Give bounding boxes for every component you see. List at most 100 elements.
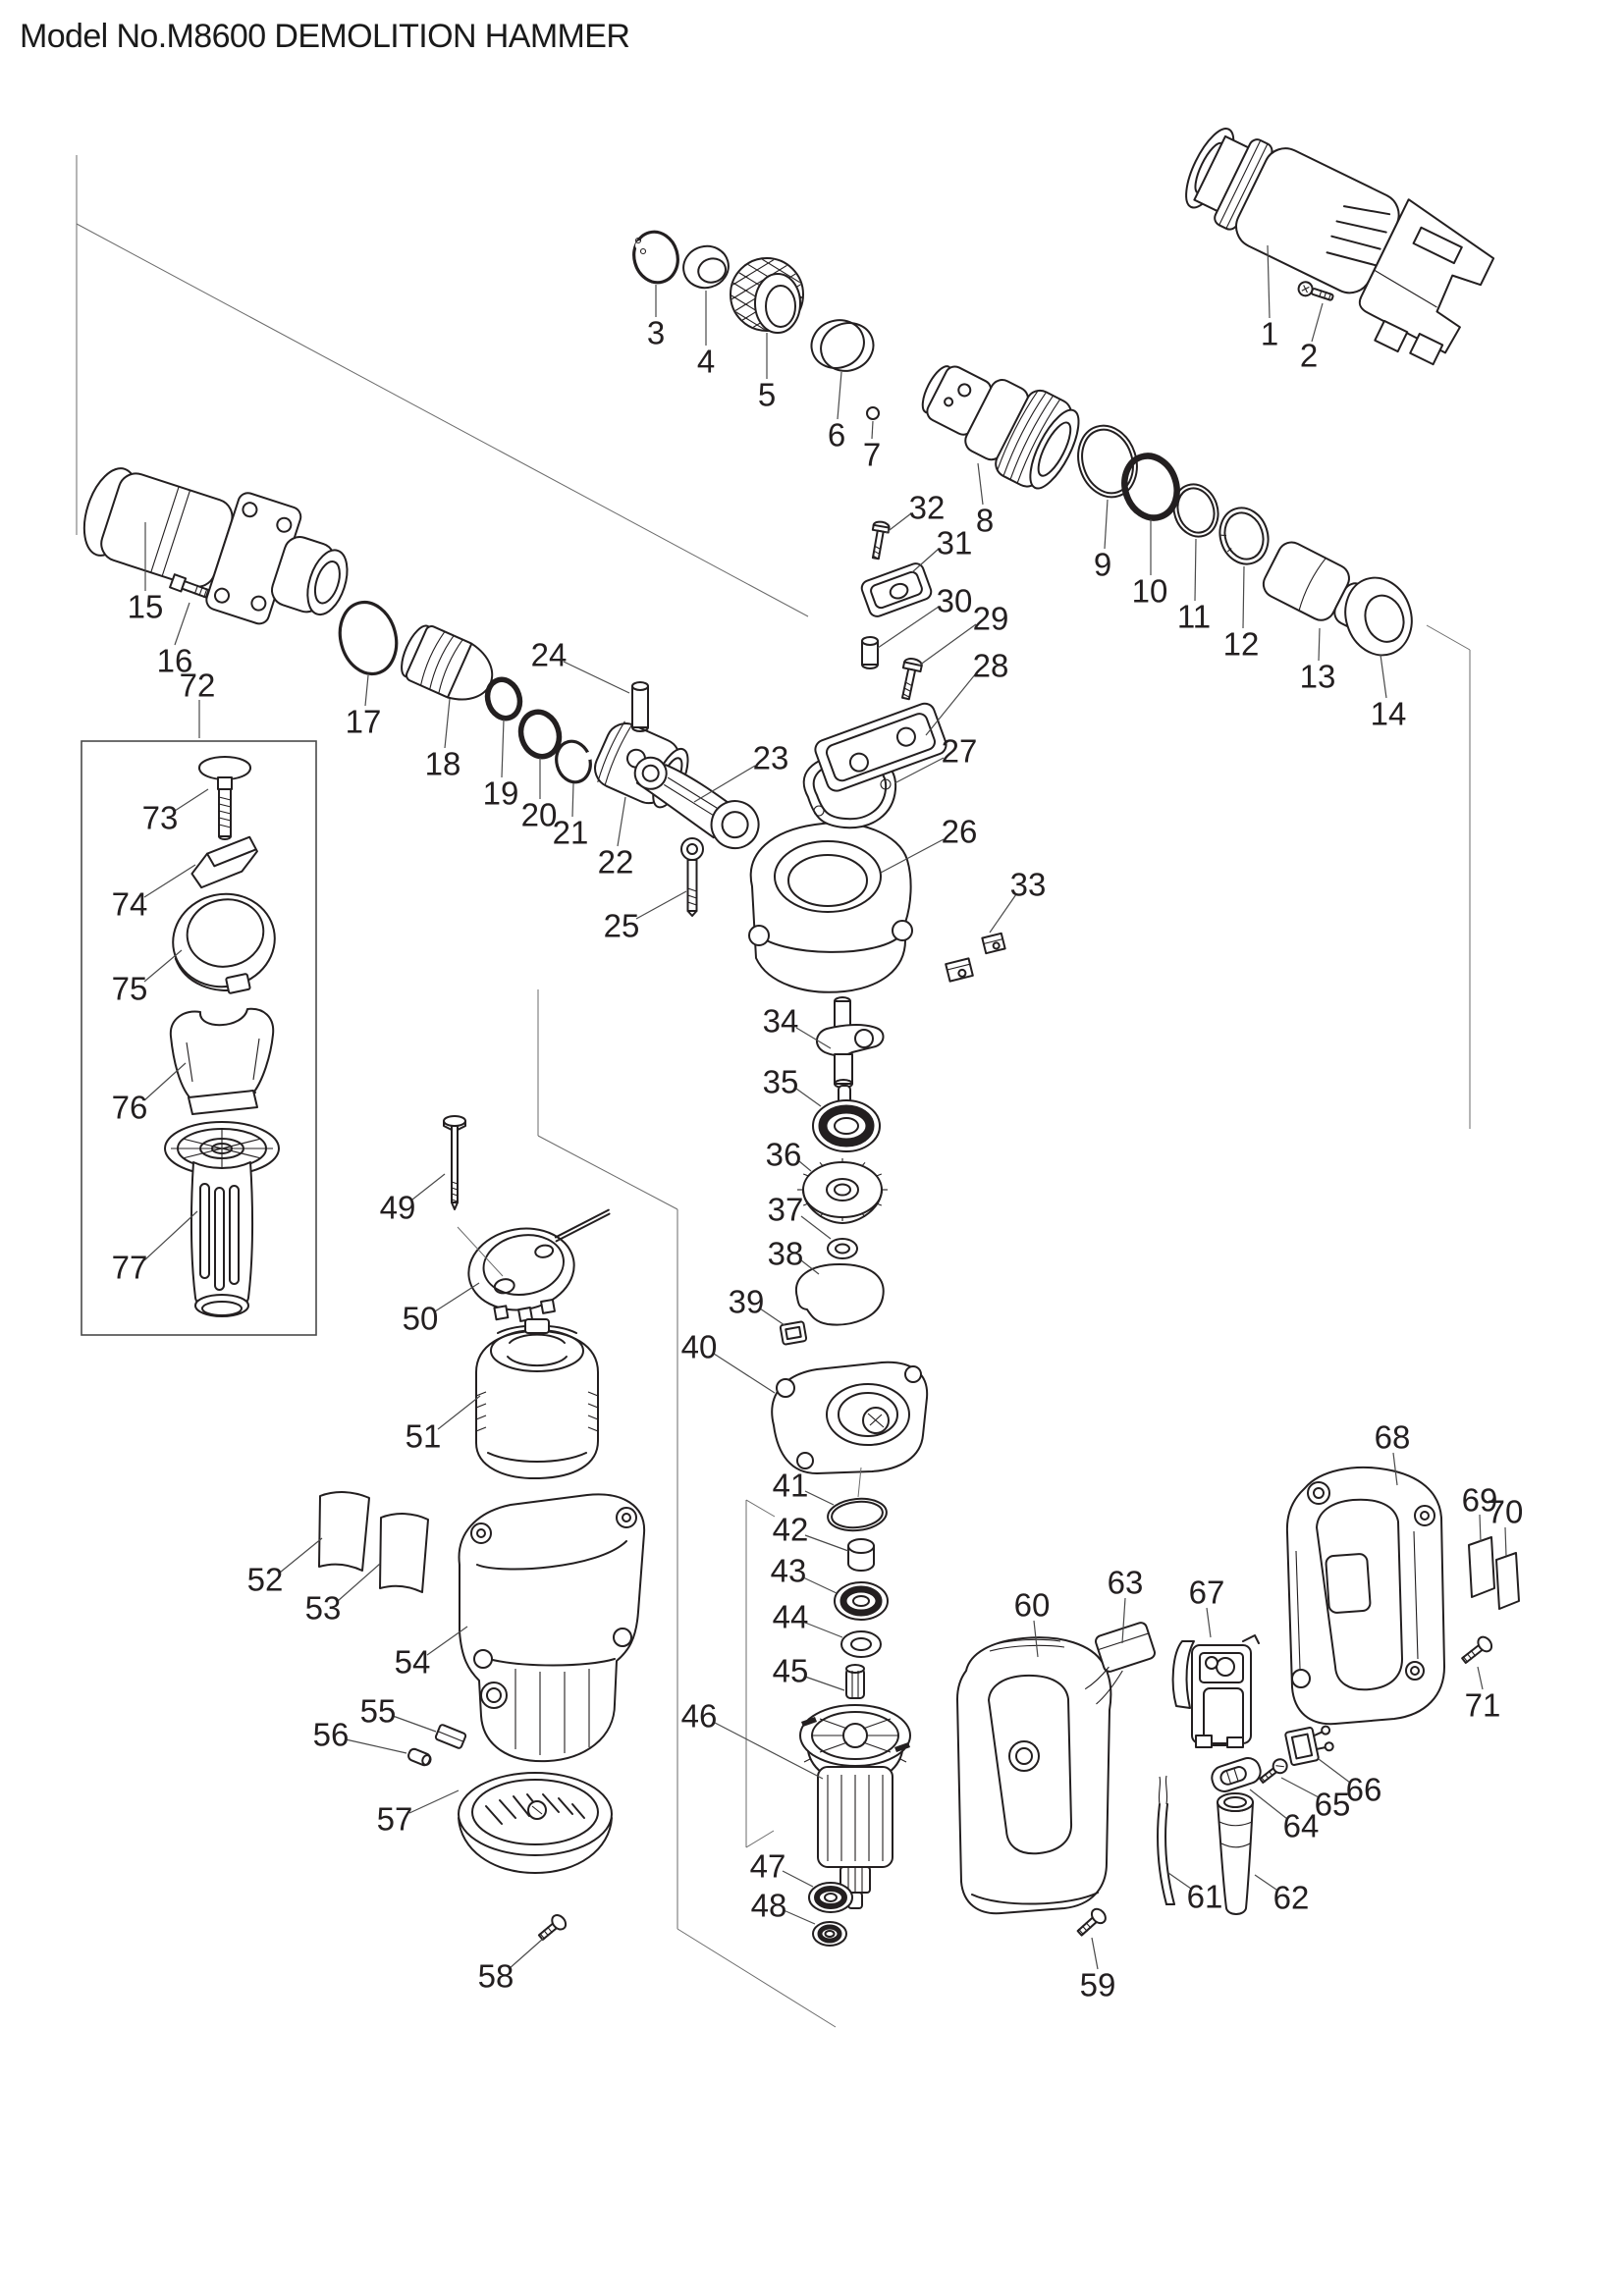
leader-part-42 bbox=[804, 1534, 849, 1552]
leader-part-8 bbox=[977, 462, 984, 506]
part-76-drawing bbox=[169, 1007, 275, 1115]
leader-part-36 bbox=[798, 1160, 812, 1172]
side-handle-set-box bbox=[81, 740, 317, 1336]
leader-part-44 bbox=[804, 1622, 843, 1638]
leader-part-66 bbox=[1318, 1758, 1351, 1784]
leader-part-54 bbox=[426, 1626, 468, 1656]
part-number-47: 47 bbox=[750, 1848, 786, 1885]
leader-part-51 bbox=[437, 1395, 481, 1430]
leader-part-57 bbox=[408, 1789, 460, 1814]
part-77-drawing bbox=[164, 1121, 280, 1317]
leader-part-32 bbox=[885, 512, 912, 534]
part-3-drawing bbox=[632, 230, 679, 285]
part-21-drawing bbox=[555, 739, 593, 784]
leader-part-55 bbox=[392, 1715, 437, 1733]
part-number-75: 75 bbox=[112, 971, 148, 1007]
leader-part-17 bbox=[364, 674, 369, 707]
leader-part-62 bbox=[1254, 1874, 1277, 1891]
part-number-50: 50 bbox=[403, 1301, 439, 1337]
construction-line-6 bbox=[537, 1135, 678, 1210]
leader-part-21 bbox=[571, 782, 574, 818]
part-number-71: 71 bbox=[1465, 1687, 1501, 1724]
part-number-77: 77 bbox=[112, 1250, 148, 1286]
part-number-27: 27 bbox=[942, 733, 978, 770]
leader-part-73 bbox=[174, 788, 209, 812]
part-number-51: 51 bbox=[406, 1418, 442, 1455]
construction-line-13 bbox=[857, 1467, 862, 1498]
part-58-drawing bbox=[537, 1914, 568, 1942]
part-6-drawing bbox=[810, 319, 875, 372]
part-number-35: 35 bbox=[763, 1064, 799, 1100]
leader-part-61 bbox=[1167, 1872, 1192, 1890]
part-number-67: 67 bbox=[1189, 1575, 1225, 1611]
part-number-12: 12 bbox=[1223, 626, 1260, 663]
part-66-drawing bbox=[1284, 1725, 1334, 1766]
part-69-drawing bbox=[1468, 1536, 1495, 1598]
leader-part-75 bbox=[143, 949, 183, 983]
part-59-drawing bbox=[1076, 1907, 1107, 1937]
construction-line-2 bbox=[76, 223, 809, 617]
leader-part-43 bbox=[802, 1576, 838, 1594]
leader-part-16 bbox=[174, 602, 190, 646]
part-number-16: 16 bbox=[157, 643, 193, 679]
leader-part-65 bbox=[1280, 1777, 1320, 1798]
part-57-drawing bbox=[458, 1772, 613, 1874]
leader-part-25 bbox=[635, 890, 687, 920]
part-number-17: 17 bbox=[346, 704, 382, 740]
part-61-drawing bbox=[1157, 1775, 1175, 1905]
leader-part-52 bbox=[279, 1537, 323, 1574]
part-5-drawing bbox=[730, 257, 804, 334]
part-47-drawing bbox=[808, 1882, 853, 1913]
part-36-drawing bbox=[797, 1158, 888, 1224]
part-28-drawing bbox=[814, 702, 947, 792]
leader-part-19 bbox=[501, 719, 505, 778]
leader-part-27 bbox=[893, 757, 945, 784]
part-number-32: 32 bbox=[909, 490, 946, 526]
part-2-drawing bbox=[1297, 281, 1334, 301]
construction-line-12 bbox=[457, 1226, 504, 1277]
leader-part-69 bbox=[1479, 1514, 1482, 1543]
leader-part-48 bbox=[783, 1909, 816, 1925]
part-17-drawing bbox=[338, 600, 399, 676]
leader-part-30 bbox=[877, 606, 940, 649]
part-12-drawing bbox=[1218, 507, 1270, 565]
part-number-58: 58 bbox=[478, 1958, 514, 1995]
part-56-drawing bbox=[407, 1747, 432, 1767]
part-number-55: 55 bbox=[360, 1693, 397, 1730]
construction-line-11 bbox=[745, 1830, 775, 1848]
exploded-view-drawings bbox=[81, 128, 1520, 1947]
part-number-62: 62 bbox=[1273, 1880, 1310, 1916]
leader-part-7 bbox=[871, 420, 874, 440]
part-number-66: 66 bbox=[1346, 1772, 1382, 1808]
construction-line-8 bbox=[677, 1928, 837, 2028]
leader-part-12 bbox=[1242, 565, 1245, 629]
part-43-drawing bbox=[834, 1581, 889, 1621]
part-37-drawing bbox=[827, 1238, 858, 1259]
leader-part-33 bbox=[989, 893, 1017, 934]
part-42-drawing bbox=[847, 1538, 875, 1572]
part-number-46: 46 bbox=[681, 1698, 718, 1735]
leader-part-58 bbox=[508, 1938, 544, 1970]
part-34-drawing bbox=[816, 996, 885, 1108]
part-number-5: 5 bbox=[758, 377, 776, 413]
part-51-drawing bbox=[475, 1318, 599, 1480]
leader-part-76 bbox=[143, 1062, 187, 1101]
part-10-drawing bbox=[1121, 453, 1180, 521]
part-53-drawing bbox=[379, 1513, 429, 1593]
part-number-69: 69 bbox=[1462, 1482, 1498, 1519]
part-number-68: 68 bbox=[1375, 1419, 1411, 1456]
part-number-37: 37 bbox=[768, 1192, 804, 1228]
part-31-drawing bbox=[860, 562, 933, 617]
part-number-64: 64 bbox=[1283, 1808, 1320, 1844]
part-63-drawing bbox=[1084, 1622, 1156, 1705]
leader-part-74 bbox=[143, 864, 196, 898]
part-number-23: 23 bbox=[753, 740, 789, 776]
part-number-15: 15 bbox=[128, 589, 164, 625]
construction-line-3 bbox=[1426, 624, 1471, 651]
leader-part-77 bbox=[143, 1210, 198, 1261]
part-number-39: 39 bbox=[729, 1284, 765, 1320]
leader-part-9 bbox=[1104, 499, 1109, 550]
part-number-19: 19 bbox=[483, 775, 519, 812]
leader-part-47 bbox=[782, 1870, 814, 1888]
